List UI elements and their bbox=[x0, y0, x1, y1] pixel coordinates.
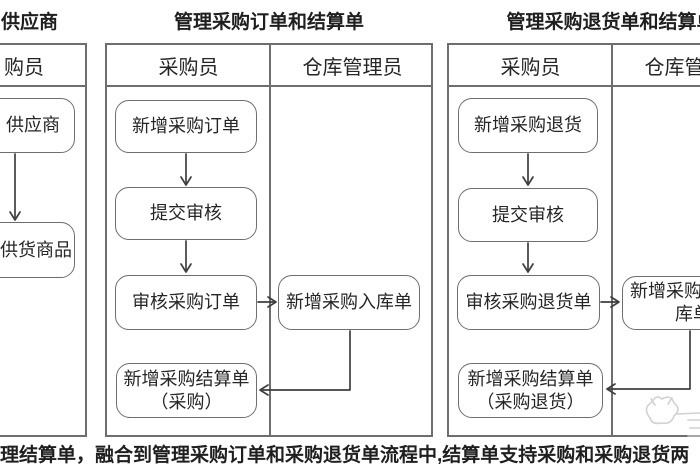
lane-divider bbox=[611, 45, 613, 435]
flow-box-review-purchase-order: 审核采购订单 bbox=[115, 275, 257, 330]
buyer-lane-label: 采购员 bbox=[158, 56, 219, 79]
flow-box-supply-products: 供货商品 bbox=[0, 222, 75, 278]
flow-box-add-return-outbound-order: 新增采购退货出库单 bbox=[622, 276, 700, 330]
warehouse-lane-label: 仓库管理员 bbox=[302, 56, 403, 79]
flow-box-submit-review: 提交审核 bbox=[115, 187, 257, 240]
purchase-order-panel-title: 管理采购订单和结算单 bbox=[173, 12, 364, 33]
flow-box-add-inbound-order: 新增采购入库单 bbox=[278, 275, 420, 330]
warehouse-lane-label: 仓库管理员 bbox=[644, 56, 700, 79]
flow-box-add-purchase-order: 新增采购订单 bbox=[115, 100, 257, 153]
lane-divider bbox=[269, 45, 271, 435]
purchase-return-panel-title: 管理采购退货单和结算单 bbox=[506, 12, 700, 33]
flow-box-review-purchase-return: 审核采购退货单 bbox=[457, 275, 600, 330]
flow-box-add-return-settlement: 新增采购结算单 （采购退货） bbox=[458, 363, 603, 418]
supplier-lane-header: 购员 bbox=[0, 45, 85, 87]
flow-box-add-supplier: 供应商 bbox=[0, 98, 75, 153]
supplier-panel-title: 供应商 bbox=[1, 12, 59, 33]
supplier-lane-label: 购员 bbox=[4, 56, 44, 79]
purchase-return-lane-header: 采购员 仓库管理员 bbox=[449, 45, 700, 87]
flow-box-add-purchase-settlement: 新增采购结算单 （采购） bbox=[116, 363, 257, 418]
buyer-lane-label: 采购员 bbox=[500, 56, 561, 79]
flow-box-add-purchase-return: 新增采购退货 bbox=[458, 98, 598, 153]
caption-text: 理结算单，融合到管理采购订单和采购退货单流程中,结算单支持采购和采购退货两 bbox=[0, 445, 690, 466]
flow-box-submit-review: 提交审核 bbox=[458, 188, 598, 242]
